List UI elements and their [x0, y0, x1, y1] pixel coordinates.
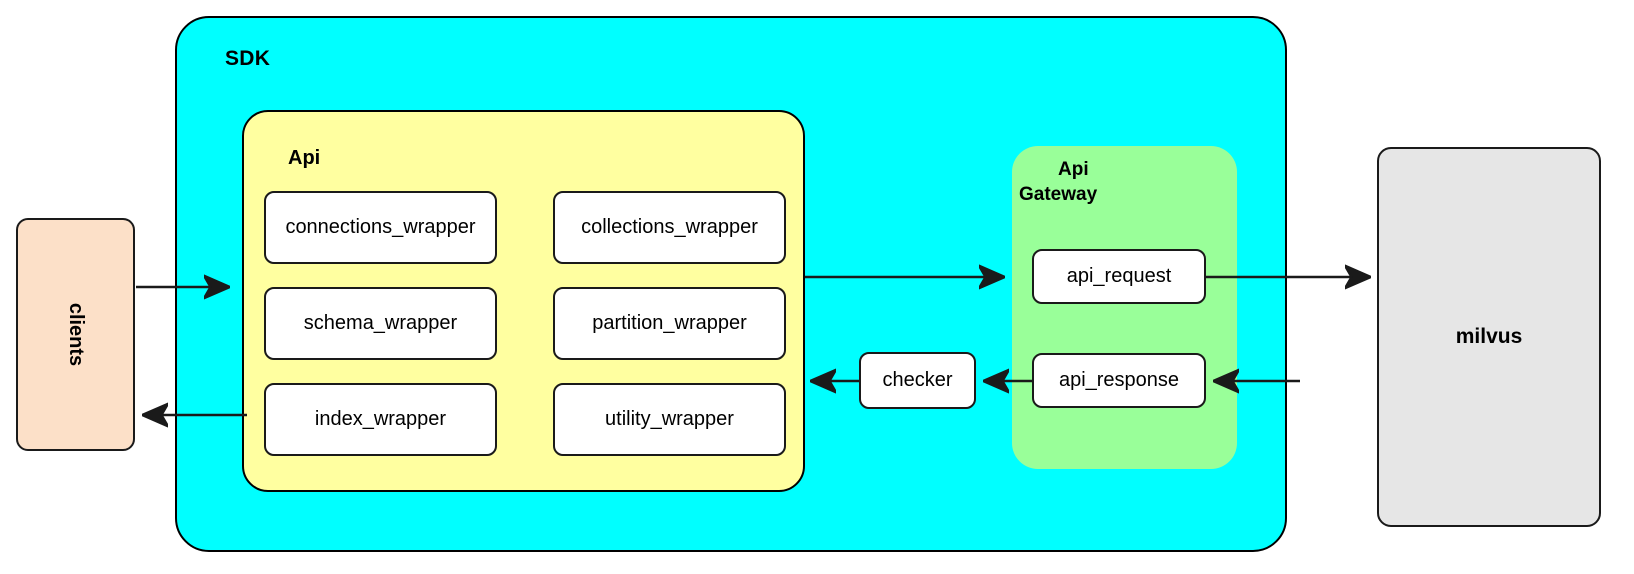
api-gateway-container[interactable]: Api Gateway [1012, 146, 1237, 469]
node-label: checker [882, 369, 953, 391]
node-api-response[interactable]: api_response [1032, 353, 1206, 408]
node-utility-wrapper[interactable]: utility_wrapper [553, 383, 786, 456]
node-partition-wrapper[interactable]: partition_wrapper [553, 287, 786, 360]
milvus-label: milvus [1455, 325, 1523, 348]
node-label: connections_wrapper [285, 216, 476, 238]
sdk-label: SDK [225, 47, 271, 70]
node-connections-wrapper[interactable]: connections_wrapper [264, 191, 497, 264]
api-wrapper-label-line1: Api [288, 146, 321, 169]
node-checker[interactable]: checker [859, 352, 976, 409]
node-label: partition_wrapper [592, 312, 747, 334]
node-api-request[interactable]: api_request [1032, 249, 1206, 304]
api-gateway-label-line1: Api [1058, 159, 1089, 180]
node-label: schema_wrapper [303, 312, 458, 334]
node-label: utility_wrapper [605, 408, 734, 430]
node-schema-wrapper[interactable]: schema_wrapper [264, 287, 497, 360]
node-label: collections_wrapper [581, 216, 758, 238]
node-label: api_response [1058, 369, 1180, 391]
milvus-box[interactable]: milvus [1377, 147, 1601, 527]
clients-box[interactable]: clients [16, 218, 135, 451]
api-gateway-label-line2: Gateway [1019, 183, 1098, 205]
node-label: api_request [1066, 265, 1172, 287]
node-index-wrapper[interactable]: index_wrapper [264, 383, 497, 456]
clients-label: clients [64, 302, 87, 367]
api-gateway-label: Api Gateway [1019, 158, 1097, 207]
node-label: index_wrapper [314, 408, 447, 430]
node-collections-wrapper[interactable]: collections_wrapper [553, 191, 786, 264]
